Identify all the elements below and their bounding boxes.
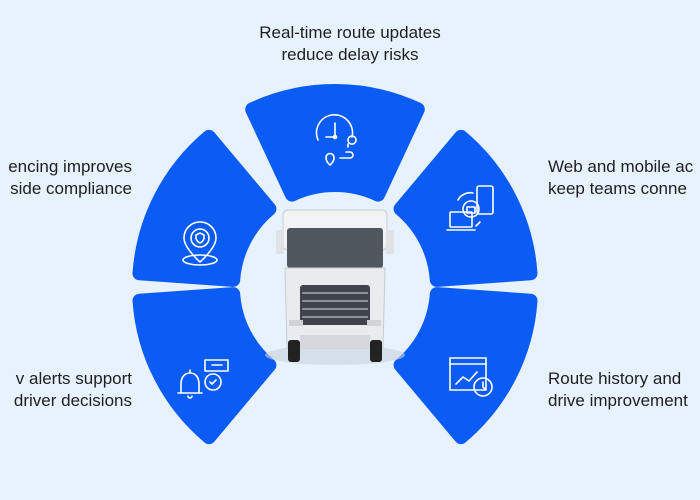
text-line: keep teams conne [548, 179, 687, 198]
segment-lower-right [393, 287, 538, 445]
feature-text-lower-left: v alerts support driver decisions [14, 368, 132, 412]
feature-text-top: Real-time route updates reduce delay ris… [0, 22, 700, 66]
route-history-chart-icon [449, 357, 493, 397]
text-line: Real-time route updates [259, 23, 441, 42]
segment-top [245, 84, 425, 202]
text-line: driver decisions [13, 391, 132, 410]
feature-text-lower-right: Route history and drive improvement [548, 368, 688, 412]
feature-text-upper-left: encing improves side compliance [8, 156, 132, 200]
text-line: reduce delay risks [281, 45, 419, 64]
segment-upper-left [132, 129, 277, 287]
text-line: encing improves [8, 157, 132, 176]
text-line: Web and mobile ac [548, 157, 694, 176]
clock-route-icon [315, 114, 357, 166]
text-line: Route history and [548, 369, 682, 388]
text-line: side compliance [10, 179, 132, 198]
text-line: drive improvement [548, 391, 688, 410]
segment-upper-right [393, 129, 538, 287]
web-mobile-sync-icon [446, 185, 494, 231]
geofence-pin-icon [182, 221, 218, 266]
truck-image [265, 209, 405, 365]
feature-text-upper-right: Web and mobile ac keep teams conne [548, 156, 693, 200]
bell-alert-icon [177, 359, 229, 399]
text-line: v alerts support [15, 369, 132, 388]
